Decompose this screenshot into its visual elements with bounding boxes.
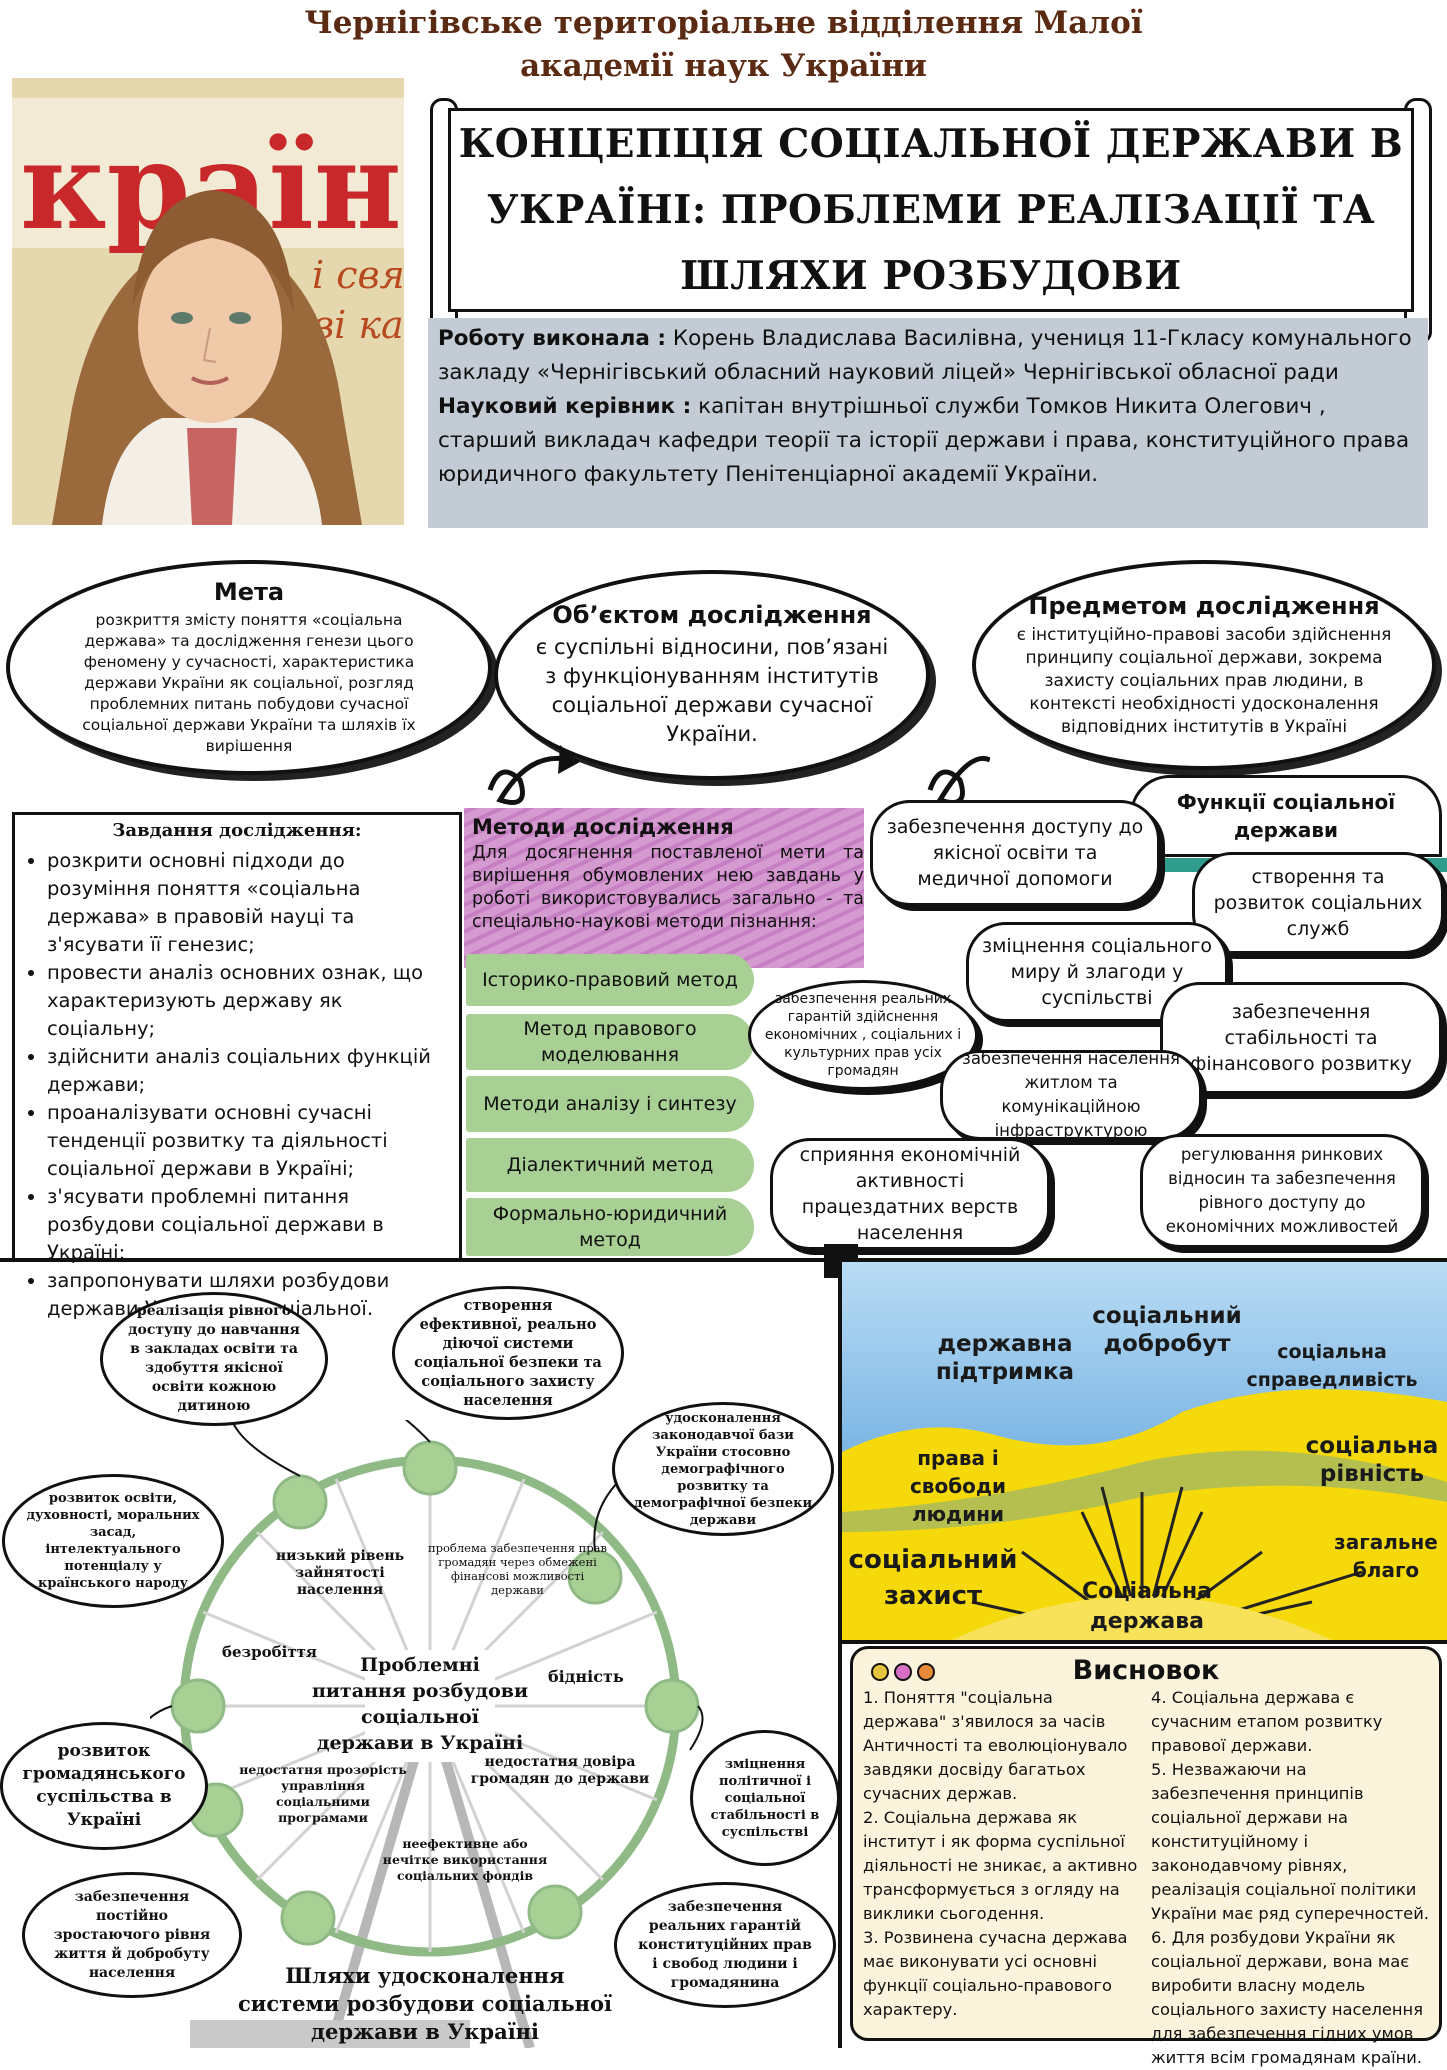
conclusion-title: Висновок: [1072, 1655, 1220, 1686]
subject-cloud: Предметом дослідження є інституційно-пра…: [972, 560, 1436, 770]
tasks-list: розкрити основні підходи до розуміння по…: [23, 847, 451, 1323]
ways-title: Шляхи удосконалення системи розбудови со…: [238, 1963, 612, 2044]
object-cloud: Об’єктом дослідження є суспільні відноси…: [494, 570, 930, 780]
dot-icon: [871, 1663, 889, 1681]
performer-text: Корень Владислава Василівна, учениця 11-…: [438, 326, 1412, 385]
problem-label: проблема забезпечення прав громадян чере…: [427, 1541, 608, 1597]
portrait-illustration: країна і свят ві кар: [12, 78, 404, 525]
banner-flag-background: [842, 1262, 1447, 1640]
methods-title: Методи дослідження: [472, 815, 734, 839]
function-bubble: забезпечення реальних гарантій здійсненн…: [748, 980, 978, 1090]
wheel-center-title: Проблемні питання розбудови соціальної д…: [311, 1654, 529, 1754]
conclusion-col-1: 1. Поняття "соціальна держава" з'явилося…: [863, 1688, 1138, 2019]
author-photo: країна і свят ві кар: [12, 78, 404, 525]
authors-block: Роботу виконала : Корень Владислава Васи…: [428, 318, 1428, 528]
task-item: проаналізувати основні сучасні тенденції…: [47, 1099, 451, 1183]
banner-label: Соціальна держава: [1081, 1579, 1213, 1634]
banner-label: соціальний захист: [848, 1545, 1018, 1611]
banner-label: соціальний добробут: [1092, 1303, 1242, 1357]
org-line-2: академії наук України: [520, 48, 927, 84]
dot-icon: [917, 1663, 935, 1681]
problem-label: недостатня прозорість управління соціаль…: [239, 1762, 407, 1825]
function-bubble: забезпечення стабільності та фінансового…: [1160, 982, 1442, 1094]
section-divider: [842, 1640, 1447, 1644]
problems-wheel: [150, 1420, 704, 2048]
svg-text:ві кар: ві кар: [312, 303, 404, 347]
subject-title: Предметом дослідження: [1028, 591, 1380, 620]
method-item: Діалектичний метод: [466, 1138, 754, 1192]
function-bubble: забезпечення доступу до якісної освіти т…: [870, 800, 1160, 906]
function-bubble: забезпечення населення житлом та комунік…: [940, 1049, 1202, 1140]
problem-label: бідність: [548, 1667, 624, 1686]
task-item: провести аналіз основних ознак, що харак…: [47, 959, 451, 1043]
vertical-divider: [838, 1262, 842, 2048]
title-scroll: КОНЦЕПЦІЯ СОЦІАЛЬНОЇ ДЕРЖАВИ В УКРАЇНІ: …: [448, 108, 1414, 312]
way-ellipse: забезпечення реальних гарантій конституц…: [614, 1882, 836, 2008]
way-ellipse: розвиток освіти, духовності, моральних з…: [2, 1474, 224, 1608]
methods-intro: Для досягнення поставленої мети та виріш…: [472, 843, 864, 932]
banner-label: загальне благо: [1334, 1530, 1438, 1582]
methods-header: Методи дослідження Для досягнення постав…: [472, 812, 864, 934]
conclusion-columns: 1. Поняття "соціальна держава" з'явилося…: [863, 1686, 1429, 2070]
goal-title: Мета: [213, 578, 285, 606]
conclusion-panel: Висновок 1. Поняття "соціальна держава" …: [850, 1646, 1442, 2067]
task-item: з'ясувати проблемні питання розбудови со…: [47, 1183, 451, 1267]
object-title: Об’єктом дослідження: [552, 601, 872, 629]
method-item: Метод правового моделювання: [466, 1014, 754, 1070]
way-ellipse: створення ефективної, реально діючої сис…: [392, 1286, 624, 1420]
performer: Роботу виконала : Корень Владислава Васи…: [438, 322, 1418, 390]
task-item: здійснити аналіз соціальних функцій держ…: [47, 1043, 451, 1099]
tasks-title: Завдання дослідження:: [112, 820, 362, 841]
way-ellipse: забезпечення постійно зростаючого рівня …: [22, 1872, 242, 1998]
supervisor: Науковий керівник : капітан внутрішньої …: [438, 390, 1418, 492]
way-ellipse: реалізація рівного доступу до навчання в…: [100, 1292, 328, 1426]
function-bubble: сприяння економічній активності працезда…: [770, 1138, 1050, 1250]
method-item: Історико-правовий метод: [466, 954, 754, 1006]
banner-label: права і свободи людини: [909, 1446, 1007, 1526]
way-ellipse: удосконалення законодавчої бази України …: [612, 1402, 834, 1536]
org-line-1: Чернігівське територіальне відділення Ма…: [304, 5, 1143, 41]
problem-label: безробіття: [222, 1643, 317, 1661]
section-divider: [0, 1258, 1447, 1262]
functions-title: Функції соціальної держави: [1130, 775, 1442, 857]
method-item: Методи аналізу і синтезу: [466, 1076, 754, 1132]
function-bubble: зміцнення соціального миру й злагоди у с…: [966, 922, 1228, 1022]
goal-text: розкриття змісту поняття «соціальна держ…: [82, 611, 416, 755]
function-bubble: створення та розвиток соціальних служб: [1192, 852, 1444, 954]
banner-label: соціальна справедливість: [1246, 1341, 1418, 1391]
banner-label: соціальна рівність: [1305, 1433, 1439, 1487]
method-item: Формально-юридичний метод: [466, 1198, 754, 1256]
problem-label: недостатня довіра громадян до держави: [470, 1754, 650, 1787]
problem-label: низький рівень зайнятості населення: [275, 1548, 405, 1598]
performer-label: Роботу виконала :: [438, 326, 667, 351]
supervisor-label: Науковий керівник :: [438, 394, 692, 419]
poster-title: КОНЦЕПЦІЯ СОЦІАЛЬНОЇ ДЕРЖАВИ В УКРАЇНІ: …: [458, 121, 1404, 299]
organization-title: Чернігівське територіальне відділення Ма…: [0, 0, 1447, 88]
problem-label: неефективне або нечітке використання соц…: [382, 1836, 548, 1883]
conclusion-dots: [871, 1663, 935, 1681]
conclusion-col-2: 4. Соціальна держава є сучасним етапом р…: [1151, 1688, 1429, 2067]
supervisor-text: капітан внутрішньої служби Томков Никита…: [438, 394, 1410, 487]
way-ellipse: розвиток громадянського суспільства в Ук…: [0, 1722, 208, 1850]
way-ellipse: зміцнення політичної і соціальної стабіл…: [690, 1730, 840, 1866]
svg-text:і свят: і свят: [312, 253, 404, 297]
goal-cloud: Мета розкриття змісту поняття «соціальна…: [6, 560, 492, 775]
function-bubble: регулювання ринкових відносин та забезпе…: [1140, 1134, 1424, 1248]
tasks-panel: Завдання дослідження: розкрити основні п…: [12, 812, 462, 1320]
banner-label: державна підтримка: [935, 1331, 1075, 1385]
object-text: є суспільні відносини, пов’язані з функц…: [535, 635, 889, 746]
methods-highlight: [464, 808, 864, 968]
social-state-banner: державна підтримка соціальний добробут с…: [842, 1262, 1447, 1640]
dot-icon: [894, 1663, 912, 1681]
task-item: розкрити основні підходи до розуміння по…: [47, 847, 451, 959]
subject-text: є інституційно-правові засоби здійснення…: [1016, 624, 1392, 737]
